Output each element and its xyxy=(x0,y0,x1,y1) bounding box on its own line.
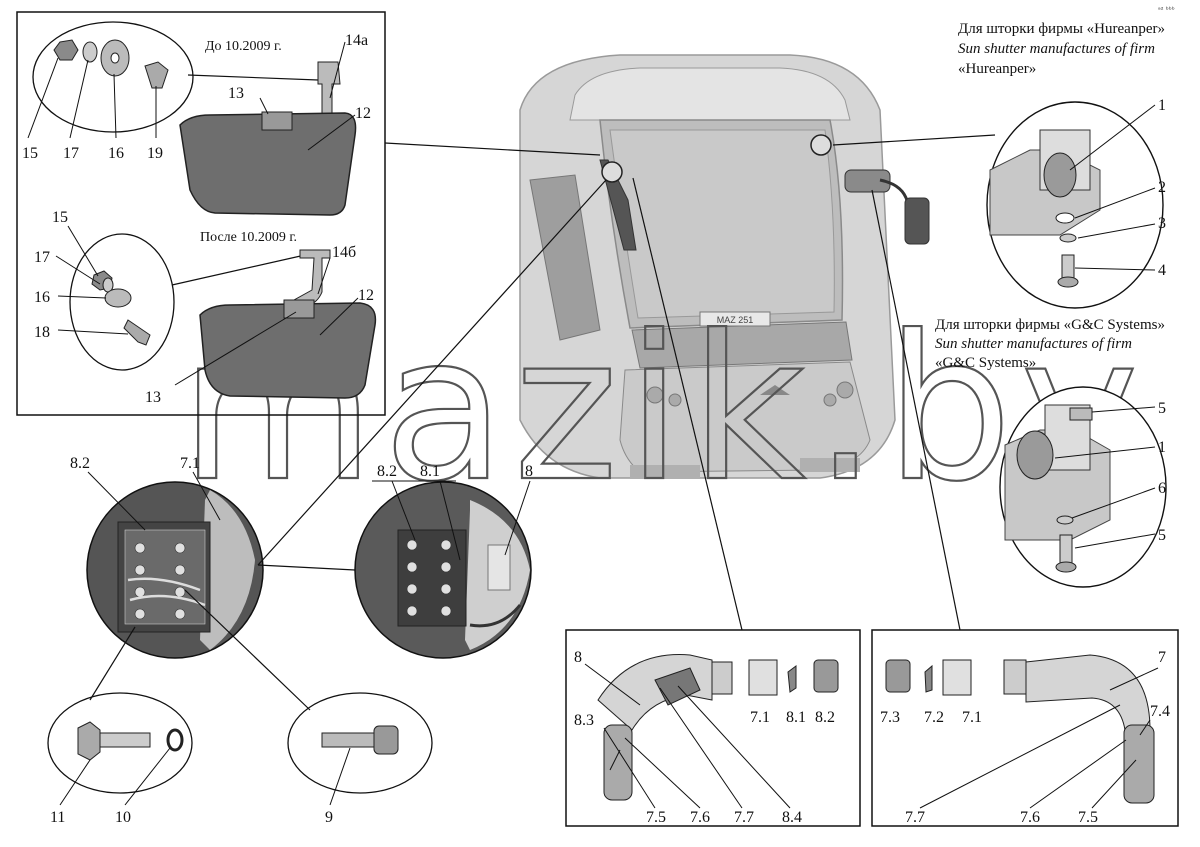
label-g5a: 5 xyxy=(1158,400,1166,417)
mirror-assembly-panel: До 10.2009 г. После 10.2009 г. 15 17 16 … xyxy=(16,11,386,416)
bus-front-view: MAZ 251 xyxy=(519,54,930,479)
label-g5b: 5 xyxy=(1158,527,1166,544)
label-16-bottom: 16 xyxy=(34,289,50,306)
label-7-3: 7.3 xyxy=(880,709,900,726)
bolt-11-icon xyxy=(77,721,101,761)
screw-detail xyxy=(287,692,433,794)
boot-7-1-icon xyxy=(748,659,778,696)
label-16-top: 16 xyxy=(108,145,124,162)
label-h2: 2 xyxy=(1158,179,1166,196)
label-arm-7-5: 7.5 xyxy=(646,809,666,826)
bolt-19-icon xyxy=(144,61,169,89)
label-g1: 1 xyxy=(1158,439,1166,456)
label-arm-7-7: 7.7 xyxy=(734,809,754,826)
label-arm-8-2: 8.2 xyxy=(815,709,835,726)
cover-7-4-icon xyxy=(1123,724,1155,804)
bus-plate xyxy=(699,311,771,327)
caption-gc-en-2: «G&C Systems» xyxy=(935,355,1037,371)
right-arm-panel xyxy=(871,629,1179,827)
mount-13-top-icon xyxy=(261,111,293,131)
cover-7-5-icon xyxy=(603,724,633,801)
label-8-3: 8.3 xyxy=(574,712,594,729)
bracket-14b-icon xyxy=(293,249,331,309)
caption-hureanper-en-1: Sun shutter manufactures of firm xyxy=(958,41,1155,57)
label-15-top: 15 xyxy=(22,145,38,162)
nut-15-icon xyxy=(53,39,79,61)
seal-8-1-icon xyxy=(787,665,797,693)
mirror-wiring-detail xyxy=(86,481,264,659)
label-g6: 6 xyxy=(1158,480,1166,497)
label-arm-8-1: 8.1 xyxy=(786,709,806,726)
pin-4-icon xyxy=(1061,254,1075,281)
label-arm-7-6: 7.6 xyxy=(690,809,710,826)
mirror-12-bottom xyxy=(199,302,377,399)
connector-7-3-icon xyxy=(885,659,911,693)
connector-detail xyxy=(354,481,532,659)
label-17-bottom: 17 xyxy=(34,249,50,266)
label-10: 10 xyxy=(115,809,131,826)
label-8-2-left: 8.2 xyxy=(70,455,90,472)
label-12-top: 12 xyxy=(355,105,371,122)
mirror-12-top xyxy=(179,112,357,216)
connector-8-2-icon xyxy=(813,659,839,693)
hureanper-detail xyxy=(986,101,1164,309)
label-7-2: 7.2 xyxy=(924,709,944,726)
label-7-1-left: 7.1 xyxy=(180,455,200,472)
label-15-bottom: 15 xyxy=(52,209,68,226)
label-arm-7: 7 xyxy=(1158,649,1166,666)
label-14b: 14б xyxy=(332,244,356,261)
washer-10-icon xyxy=(166,728,184,752)
fastener-callout-top xyxy=(32,21,194,133)
label-arm-7-1: 7.1 xyxy=(750,709,770,726)
label-17-top: 17 xyxy=(63,145,79,162)
mount-13-bottom-icon xyxy=(283,299,315,319)
label-h4: 4 xyxy=(1158,262,1166,279)
caption-gc-ru: Для шторки фирмы «G&C Systems» xyxy=(935,317,1165,333)
bolt-18-icon xyxy=(123,319,151,346)
label-r-7-7: 7.7 xyxy=(905,809,925,826)
bolt-5a-icon xyxy=(1069,407,1093,421)
screw-9-icon xyxy=(321,732,375,748)
label-13-top: 13 xyxy=(228,85,244,102)
label-9: 9 xyxy=(325,809,333,826)
note-before-2009: До 10.2009 г. xyxy=(205,39,282,54)
label-8-1-center: 8.1 xyxy=(420,463,440,480)
gc-systems-detail xyxy=(999,386,1167,588)
label-14a: 14а xyxy=(345,32,368,49)
label-h1: 1 xyxy=(1158,97,1166,114)
label-7-4: 7.4 xyxy=(1150,703,1170,720)
seal-7-2-icon xyxy=(924,664,933,693)
boot-7-1b-icon xyxy=(942,659,972,696)
washer-16b-icon xyxy=(104,288,132,308)
arm-7-icon xyxy=(1025,654,1151,731)
svg-text:MAZ 251: MAZ 251 xyxy=(717,315,754,325)
bolt-5b-icon xyxy=(1059,534,1073,566)
label-8-4: 8.4 xyxy=(782,809,802,826)
label-r-7-1: 7.1 xyxy=(962,709,982,726)
label-19-top: 19 xyxy=(147,145,163,162)
caption-hureanper-ru: Для шторки фирмы «Hureanper» xyxy=(958,21,1165,37)
label-11: 11 xyxy=(50,809,65,826)
note-after-2009: После 10.2009 г. xyxy=(200,230,297,245)
label-8-2-center: 8.2 xyxy=(377,463,397,480)
label-arm-8: 8 xyxy=(574,649,582,666)
label-r-7-6: 7.6 xyxy=(1020,809,1040,826)
left-arm-panel xyxy=(565,629,861,827)
label-12-bottom: 12 xyxy=(358,287,374,304)
label-13-bottom: 13 xyxy=(145,389,161,406)
washer-3-icon xyxy=(1059,233,1077,243)
washer-6-icon xyxy=(1056,515,1074,525)
label-r-7-5: 7.5 xyxy=(1078,809,1098,826)
bolt-washer-detail xyxy=(47,692,193,794)
label-h3: 3 xyxy=(1158,215,1166,232)
caption-gc-en-1: Sun shutter manufactures of firm xyxy=(935,336,1132,352)
washer-2-icon xyxy=(1055,212,1075,224)
caption-hureanper-en-2: «Hureanper» xyxy=(958,61,1037,77)
washer-17-icon xyxy=(82,41,98,63)
label-8-center: 8 xyxy=(525,463,533,480)
corner-mark: ᵃ² ᵇᵇᵇ xyxy=(1158,6,1175,14)
label-18: 18 xyxy=(34,324,50,341)
